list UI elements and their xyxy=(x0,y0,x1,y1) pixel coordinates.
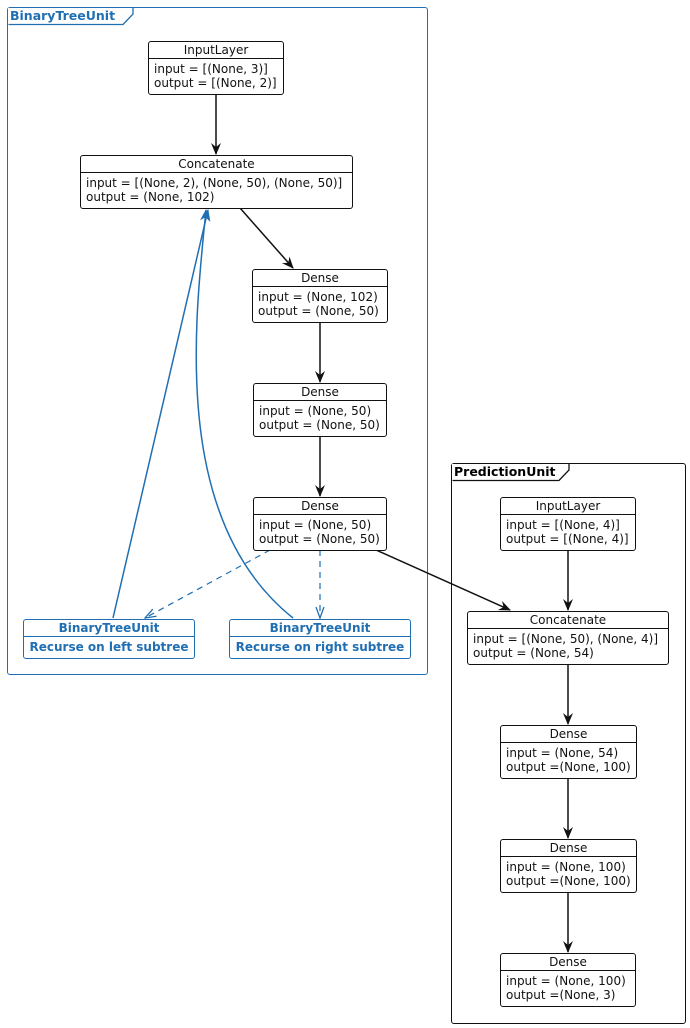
node-output: output =(None, 100) xyxy=(506,760,631,774)
node-title: Concatenate xyxy=(81,156,352,173)
btu-concatenate-node: Concatenate input = [(None, 2), (None, 5… xyxy=(80,155,353,209)
edge-right-recursion-to-concatenate xyxy=(195,209,294,619)
btu-inputlayer-node: InputLayer input = [(None, 3)] output = … xyxy=(148,41,284,95)
node-input: input = [(None, 3)] xyxy=(154,62,268,76)
node-output: output =(None, 3) xyxy=(506,988,616,1002)
node-output: output = (None, 102) xyxy=(86,190,215,204)
edge-dense-3-to-prediction-concatenate xyxy=(375,549,511,611)
node-body: input = [(None, 2), (None, 50), (None, 5… xyxy=(81,173,352,204)
node-title: Dense xyxy=(501,726,636,743)
node-body: input = (None, 50) output = (None, 50) xyxy=(254,515,386,546)
node-title: InputLayer xyxy=(149,42,283,59)
node-title: BinaryTreeUnit xyxy=(230,620,410,637)
edge-dense-3-to-left-recursion xyxy=(145,549,271,618)
left-recursion-node: BinaryTreeUnit Recurse on left subtree xyxy=(23,619,195,659)
node-title: InputLayer xyxy=(501,498,635,515)
edge-concatenate-to-dense-1 xyxy=(239,207,294,269)
node-input: input = (None, 100) xyxy=(506,974,626,988)
edge-left-recursion-to-concatenate xyxy=(112,209,211,619)
frame-tab-notch xyxy=(8,8,134,26)
prediction-unit-frame: PredictionUnit xyxy=(451,463,686,1024)
node-input: input = (None, 50) xyxy=(259,404,372,418)
node-output: output =(None, 100) xyxy=(506,874,631,888)
node-description: Recurse on right subtree xyxy=(235,640,405,654)
node-output: output = (None, 50) xyxy=(259,532,380,546)
frame-tab-notch xyxy=(452,464,570,482)
right-recursion-node: BinaryTreeUnit Recurse on right subtree xyxy=(229,619,411,659)
node-body: input = [(None, 4)] output = [(None, 4)] xyxy=(501,515,635,546)
node-description: Recurse on left subtree xyxy=(29,640,189,654)
node-input: input = (None, 100) xyxy=(506,860,626,874)
node-input: input = (None, 54) xyxy=(506,746,619,760)
btu-dense-1-node: Dense input = (None, 102) output = (None… xyxy=(252,269,388,323)
node-body: input = [(None, 50), (None, 4)] output =… xyxy=(468,629,668,660)
node-output: output = (None, 54) xyxy=(473,646,594,660)
node-body: input = (None, 100) output =(None, 100) xyxy=(501,857,636,888)
binary-tree-unit-frame-title: BinaryTreeUnit xyxy=(8,8,116,23)
node-input: input = (None, 50) xyxy=(259,518,372,532)
node-title: Dense xyxy=(254,384,386,401)
node-body: Recurse on left subtree xyxy=(24,637,194,654)
node-body: input = (None, 50) output = (None, 50) xyxy=(254,401,386,432)
node-body: Recurse on right subtree xyxy=(230,637,410,654)
binary-tree-unit-frame: BinaryTreeUnit xyxy=(7,7,428,675)
node-title: BinaryTreeUnit xyxy=(24,620,194,637)
node-body: input = (None, 100) output =(None, 3) xyxy=(501,971,635,1002)
node-title: Dense xyxy=(501,954,635,971)
node-output: output = (None, 50) xyxy=(258,304,379,318)
btu-dense-3-node: Dense input = (None, 50) output = (None,… xyxy=(253,497,387,551)
node-body: input = (None, 54) output =(None, 100) xyxy=(501,743,636,774)
pu-inputlayer-node: InputLayer input = [(None, 4)] output = … xyxy=(500,497,636,551)
node-input: input = [(None, 2), (None, 50), (None, 5… xyxy=(86,176,343,190)
node-output: output = [(None, 2)] xyxy=(154,76,277,90)
node-input: input = (None, 102) xyxy=(258,290,378,304)
node-output: output = [(None, 4)] xyxy=(506,532,629,546)
node-title: Dense xyxy=(253,270,387,287)
node-body: input = (None, 102) output = (None, 50) xyxy=(253,287,387,318)
prediction-unit-frame-title: PredictionUnit xyxy=(452,464,556,479)
pu-dense-1-node: Dense input = (None, 54) output =(None, … xyxy=(500,725,637,779)
btu-dense-2-node: Dense input = (None, 50) output = (None,… xyxy=(253,383,387,437)
pu-dense-2-node: Dense input = (None, 100) output =(None,… xyxy=(500,839,637,893)
node-title: Dense xyxy=(254,498,386,515)
node-title: Dense xyxy=(501,840,636,857)
pu-concatenate-node: Concatenate input = [(None, 50), (None, … xyxy=(467,611,669,665)
node-title: Concatenate xyxy=(468,612,668,629)
node-input: input = [(None, 4)] xyxy=(506,518,620,532)
node-output: output = (None, 50) xyxy=(259,418,380,432)
node-input: input = [(None, 50), (None, 4)] xyxy=(473,632,659,646)
pu-dense-3-node: Dense input = (None, 100) output =(None,… xyxy=(500,953,636,1007)
node-body: input = [(None, 3)] output = [(None, 2)] xyxy=(149,59,283,90)
